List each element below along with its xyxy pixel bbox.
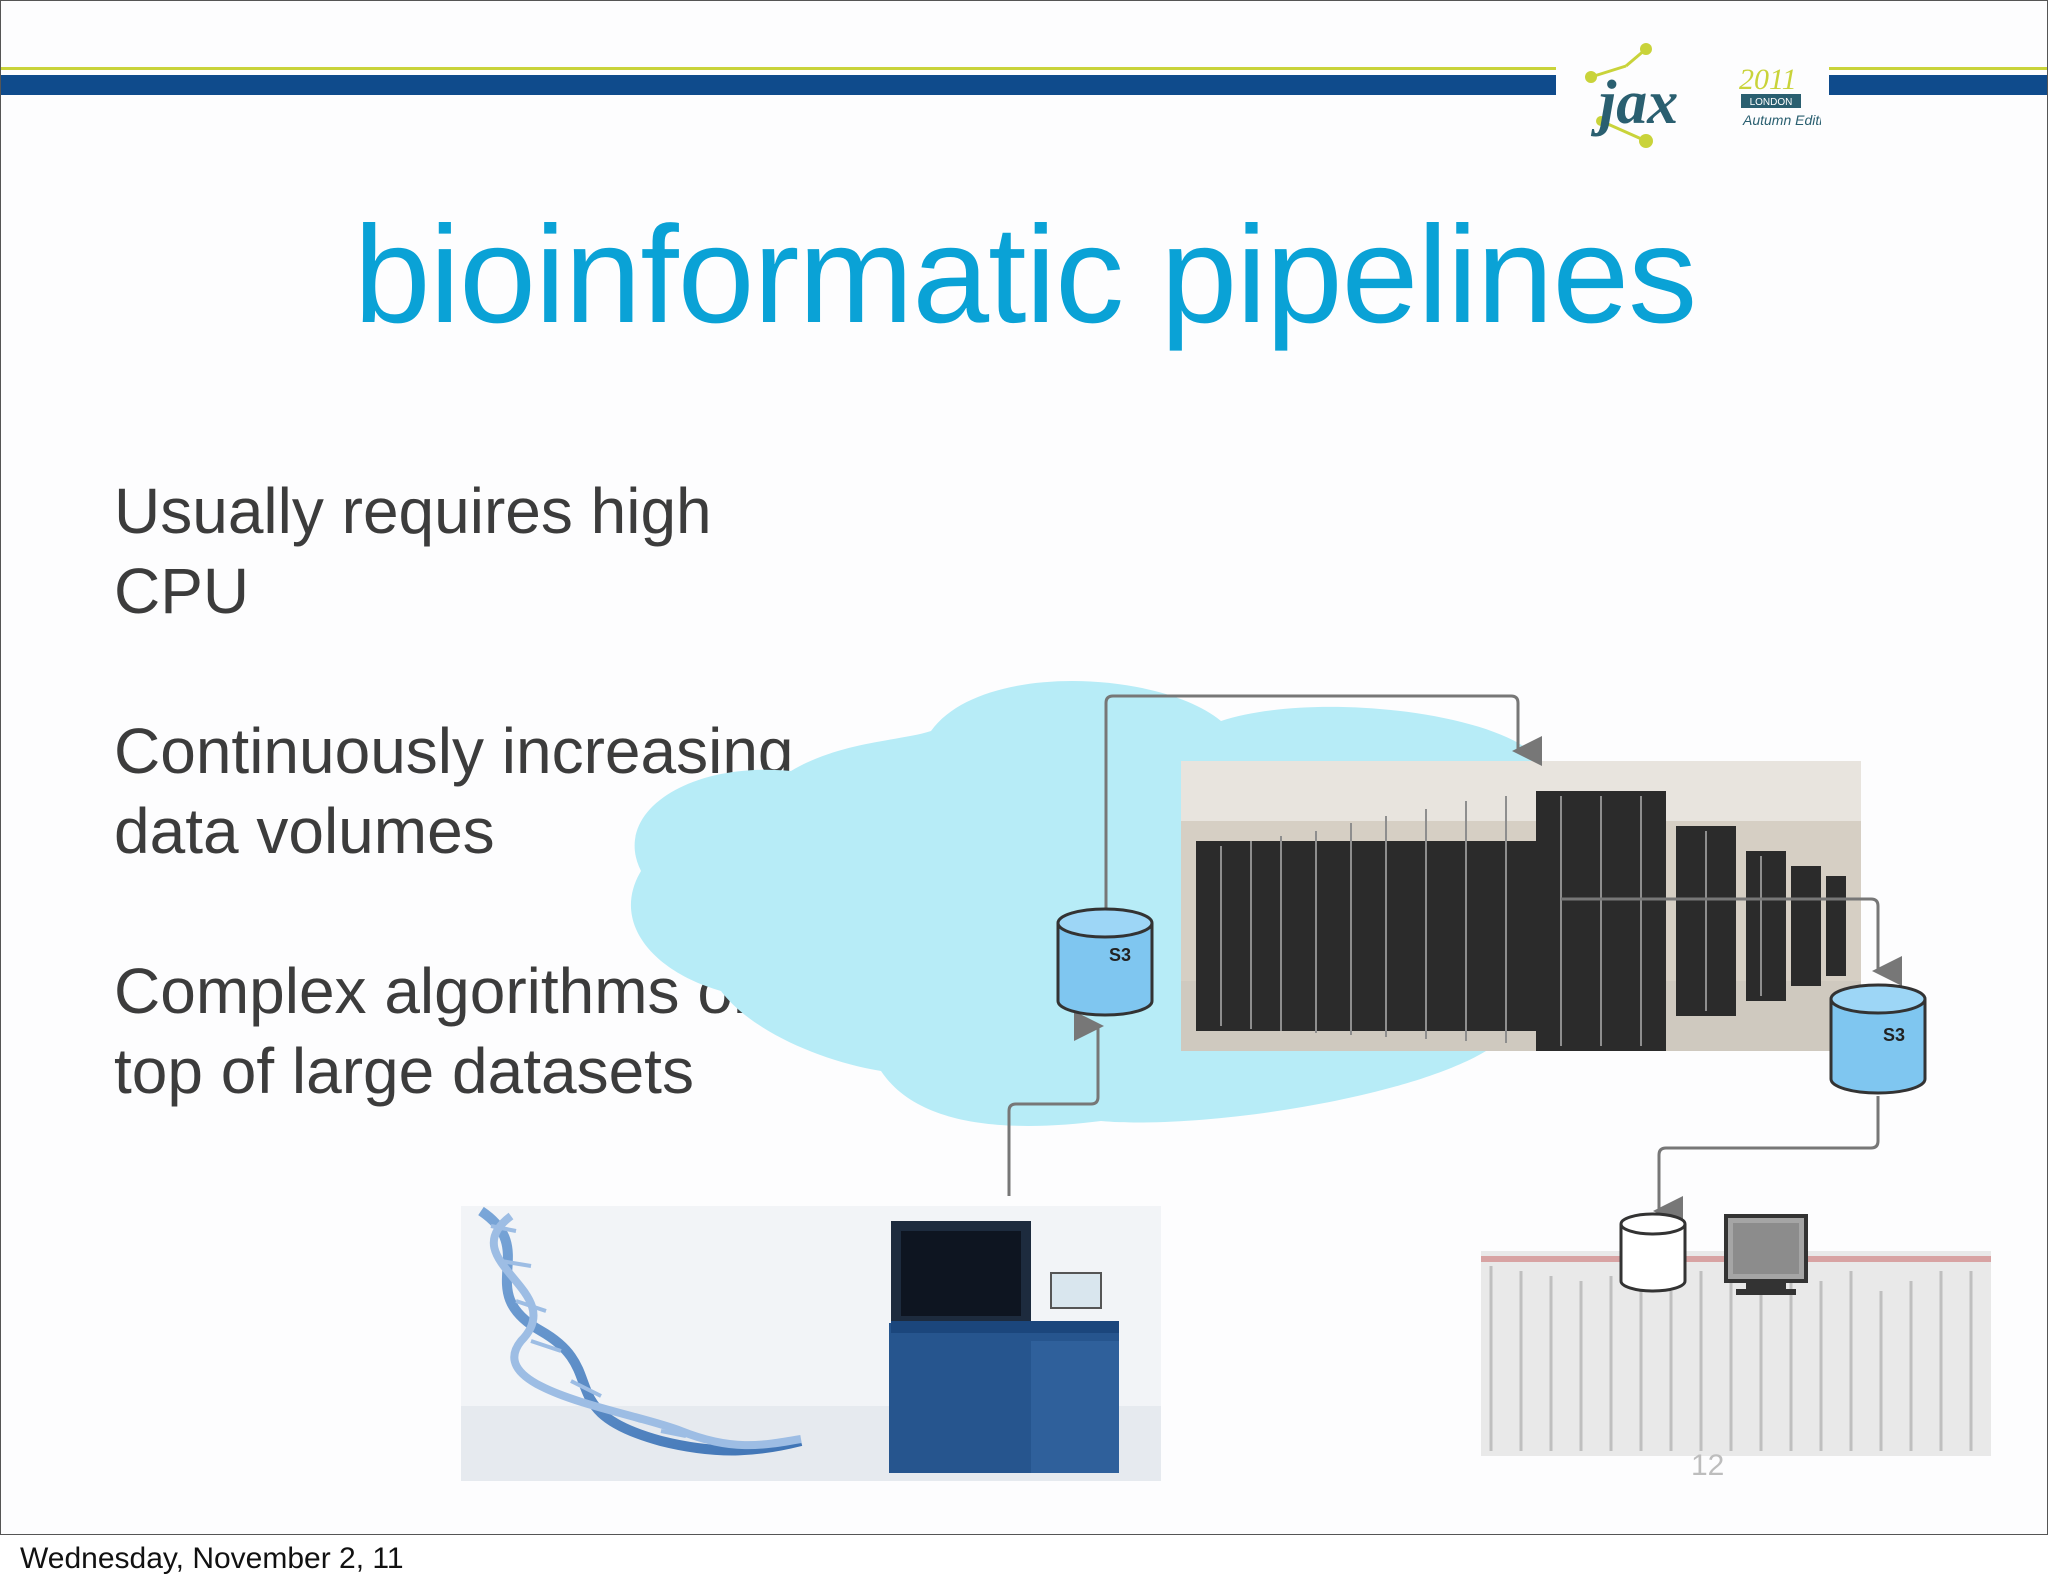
results-viewer-image xyxy=(1481,1212,1991,1456)
bullet-2: Continuously increasing data volumes xyxy=(114,711,914,871)
logo-edition: Autumn Edition xyxy=(1742,112,1821,128)
s3-left-label: S3 xyxy=(1109,945,1131,965)
pipeline-diagram: S3 S3 xyxy=(461,651,2047,1534)
bullet-2-line-1: Continuously increasing xyxy=(114,715,794,787)
s3-storage-left-icon: S3 xyxy=(1056,907,1154,1017)
bullet-3: Complex algorithms on top of large datas… xyxy=(114,951,914,1111)
bullet-3-line-1: Complex algorithms on xyxy=(114,955,769,1027)
sequencer-image xyxy=(461,1206,1161,1481)
s3-storage-right-icon: S3 xyxy=(1829,983,1927,1095)
logo-location: LONDON xyxy=(1750,97,1793,108)
header-band-blue xyxy=(1,75,1556,95)
bullet-1: Usually requires high CPU xyxy=(114,471,914,631)
slide-title: bioinformatic pipelines xyxy=(353,198,1697,352)
header-band-blue-right xyxy=(1829,75,2047,95)
s3-right-label: S3 xyxy=(1883,1025,1905,1045)
header-band-green xyxy=(1,67,1556,70)
jax-logo: jax 2011 LONDON Autumn Edition xyxy=(1571,41,1838,151)
footer-date: Wednesday, November 2, 11 xyxy=(20,1542,404,1575)
bullet-3-line-2: top of large datasets xyxy=(114,1035,694,1107)
page-number: 12 xyxy=(1691,1449,1725,1482)
bullet-1-line-1: Usually requires high xyxy=(114,475,712,547)
datacenter-image xyxy=(1181,761,1861,1051)
logo-wordmark: jax xyxy=(1590,69,1678,137)
slide: jax 2011 LONDON Autumn Edition bioinform… xyxy=(0,0,2048,1535)
header-band-green-right xyxy=(1829,67,2047,70)
flow-arrows xyxy=(1007,694,1902,1226)
bullet-1-line-2: CPU xyxy=(114,555,250,627)
logo-year: 2011 xyxy=(1739,63,1797,96)
bullet-2-line-2: data volumes xyxy=(114,795,495,867)
